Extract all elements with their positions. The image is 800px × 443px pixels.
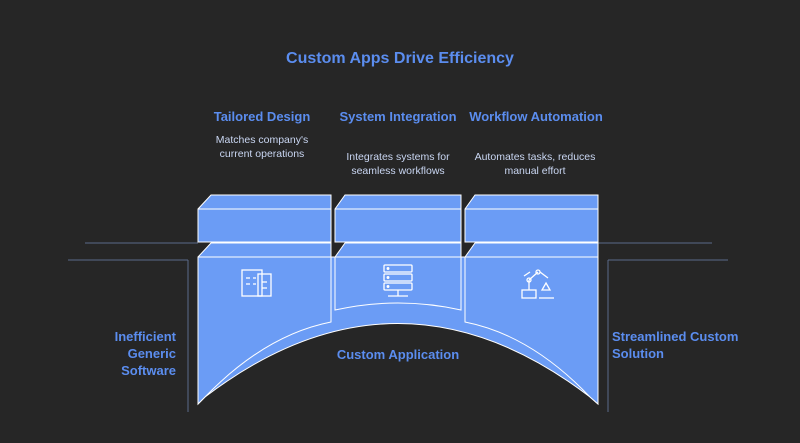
pillar-3-description: Automates tasks, reduces manual effort bbox=[474, 151, 596, 177]
pillar-2-heading: System Integration bbox=[339, 109, 457, 124]
pillar-1-description: Matches company's current operations bbox=[215, 134, 309, 160]
block-1-top bbox=[197, 194, 332, 243]
block-2-lower bbox=[334, 242, 462, 311]
block-1-lower bbox=[197, 242, 332, 406]
left-label: Inefficient Generic Software bbox=[114, 329, 176, 378]
block-3-lower bbox=[464, 242, 599, 406]
pillar-1-heading: Tailored Design bbox=[213, 109, 311, 124]
pillar-2-description: Integrates systems for seamless workflow… bbox=[346, 151, 450, 177]
server-icon bbox=[383, 264, 413, 297]
robot-arm-icon bbox=[521, 269, 554, 299]
bridge-label: Custom Application bbox=[336, 347, 460, 362]
building-icon bbox=[241, 269, 272, 297]
right-label: Streamlined Custom Solution bbox=[612, 329, 739, 361]
block-2-top bbox=[334, 194, 462, 243]
diagram-title: Custom Apps Drive Efficiency bbox=[286, 50, 514, 67]
pillar-3-heading: Workflow Automation bbox=[469, 109, 603, 124]
block-3-top bbox=[464, 194, 599, 243]
